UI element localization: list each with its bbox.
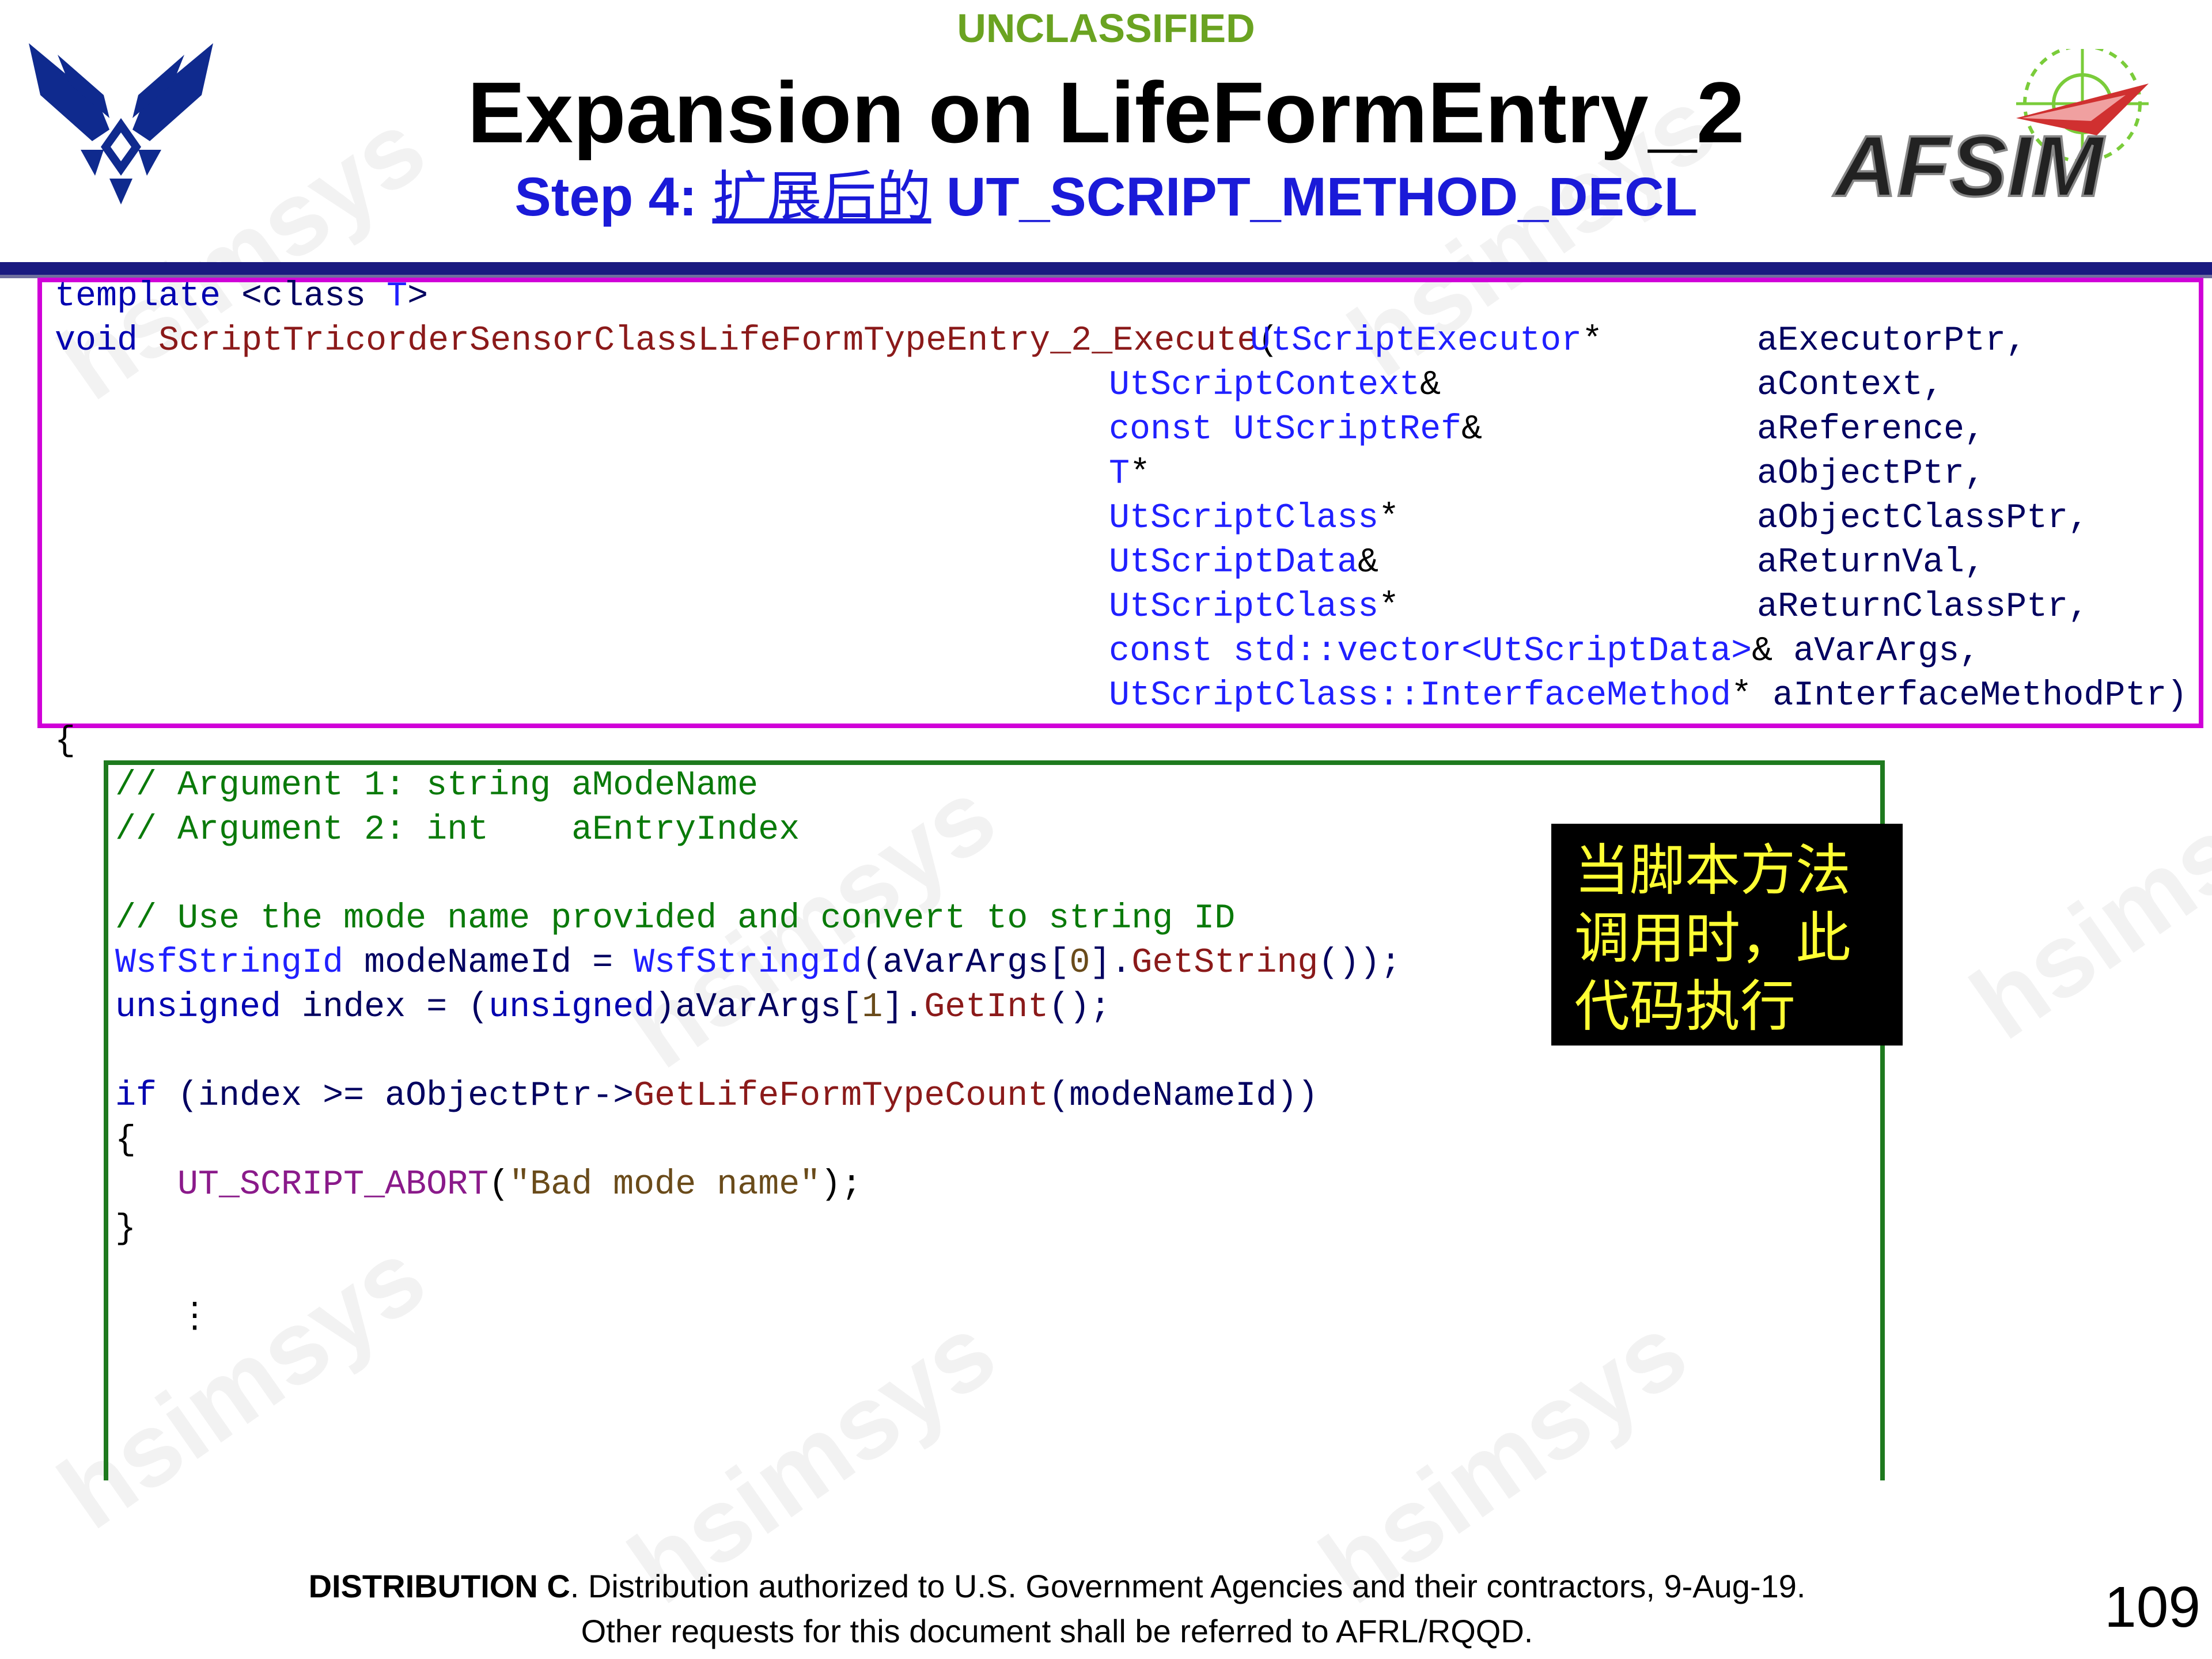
param-mod: * (1731, 676, 1752, 715)
annotation-note: 当脚本方法调用时，此代码执行 (1551, 824, 1903, 1046)
code-token: "Bad mode name" (509, 1165, 821, 1205)
param-names: aExecutorPtr, aContext, aReference, aObj… (1757, 319, 2089, 630)
code-token: ()); (1318, 944, 1402, 983)
param-name: aObjectClassPtr, (1757, 499, 2089, 538)
param-mod: * (1378, 588, 1400, 627)
param-type: UtScriptClass (1109, 588, 1379, 627)
subtitle-suffix: UT_SCRIPT_METHOD_DECL (931, 166, 1698, 228)
param-type: UtScriptClass (1109, 499, 1379, 538)
code-token: <class (221, 277, 387, 316)
code-token: if (115, 1077, 157, 1116)
page-title: Expansion on LifeFormEntry_2 (467, 64, 1745, 161)
code-token: index = ( (281, 988, 489, 1027)
code-token: 1 (862, 988, 883, 1027)
function-name: ScriptTricorderSensorClassLifeFormTypeEn… (158, 321, 1258, 361)
function-body-code: // Argument 1: string aModeName // Argum… (115, 764, 1401, 1340)
page-number: 109 (2104, 1575, 2200, 1639)
subtitle-chinese: 扩展后的 (712, 166, 931, 228)
code-token: GetString (1131, 944, 1319, 983)
distribution-line-1: DISTRIBUTION C. Distribution authorized … (230, 1564, 1884, 1609)
function-body-box (104, 760, 1885, 1480)
code-comment: // Use the mode name provided and conver… (115, 899, 1236, 938)
param-name: aObjectPtr, (1757, 454, 1986, 494)
code-token: ]. (882, 988, 925, 1027)
page-subtitle: Step 4: 扩展后的 UT_SCRIPT_METHOD_DECL (0, 164, 2212, 230)
classification-label: UNCLASSIFIED (957, 6, 1255, 51)
param-types: UtScriptExecutor* (1250, 319, 1603, 363)
distribution-label: DISTRIBUTION C (308, 1568, 570, 1604)
param-name: aInterfaceMethodPtr) (1772, 676, 2188, 715)
param-type: const UtScriptRef (1109, 410, 1462, 449)
signature-highlight-box (37, 278, 2203, 728)
code-token: } (115, 1210, 137, 1249)
param-mod: & (1420, 366, 1441, 405)
ellipsis-icon: ⋮ (177, 1298, 213, 1338)
code-token: WsfStringId (115, 944, 344, 983)
header-divider (0, 262, 2212, 278)
code-token: void (55, 321, 138, 361)
param-mod: * (1378, 499, 1400, 538)
distribution-text: . Distribution authorized to U.S. Govern… (570, 1568, 1806, 1604)
code-token: (aVarArgs[ (862, 944, 1070, 983)
param-type: const std::vector<UtScriptData> (1109, 632, 1752, 671)
code-token: unsigned (115, 988, 282, 1027)
code-token: (); (1048, 988, 1111, 1027)
code-token: GetLifeFormTypeCount (634, 1077, 1049, 1116)
code-token: > (407, 277, 429, 316)
code-token: WsfStringId (634, 944, 862, 983)
param-name: aVarArgs, (1793, 632, 1980, 671)
param-name: aReturnVal, (1757, 543, 1986, 582)
param-type: UtScriptClass::InterfaceMethod (1109, 676, 1732, 715)
code-comment: // Argument 2: int aEntryIndex (115, 810, 800, 850)
code-token: ]. (1090, 944, 1132, 983)
code-token: T (387, 277, 408, 316)
signature-code: template <class T> void ScriptTricorderS… (55, 277, 1279, 361)
code-token: GetInt (924, 988, 1049, 1027)
code-token: ( (488, 1165, 510, 1205)
param-mod: & (1461, 410, 1483, 449)
air-force-logo (23, 32, 219, 216)
param-name: aReturnClassPtr, (1757, 588, 2089, 627)
param-name: aContext, (1757, 366, 1944, 405)
code-token: template (55, 277, 221, 316)
param-mod: & (1752, 632, 1773, 671)
code-token: modeNameId = (343, 944, 634, 983)
code-token: (index >= aObjectPtr-> (157, 1077, 634, 1116)
code-token: ); (820, 1165, 862, 1205)
svg-text:AFSIM: AFSIM (1832, 118, 2105, 210)
param-mod: & (1358, 543, 1379, 582)
open-brace: { (55, 722, 76, 761)
param-type: T (1109, 454, 1130, 494)
param-mod: * (1130, 454, 1151, 494)
param-name: aReference, (1757, 410, 1986, 449)
param-types-rest: UtScriptContext& const UtScriptRef& T* U… (1109, 363, 2187, 718)
param-type: UtScriptData (1109, 543, 1358, 582)
param-row: UtScriptExecutor* (1250, 321, 1603, 361)
subtitle-prefix: Step 4: (514, 166, 713, 228)
param-name: aExecutorPtr, (1757, 321, 2027, 361)
code-token: (modeNameId)) (1048, 1077, 1319, 1116)
distribution-line-2: Other requests for this document shall b… (581, 1613, 1533, 1649)
param-type: UtScriptContext (1109, 366, 1421, 405)
code-token: { (115, 1121, 137, 1160)
watermark: hsimsys (1951, 728, 2212, 1062)
distribution-statement: DISTRIBUTION C. Distribution authorized … (230, 1564, 1884, 1654)
code-token: unsigned (488, 988, 655, 1027)
code-token: UT_SCRIPT_ABORT (177, 1165, 489, 1205)
code-token: )aVarArgs[ (654, 988, 862, 1027)
code-token: 0 (1069, 944, 1090, 983)
code-comment: // Argument 1: string aModeName (115, 766, 759, 805)
